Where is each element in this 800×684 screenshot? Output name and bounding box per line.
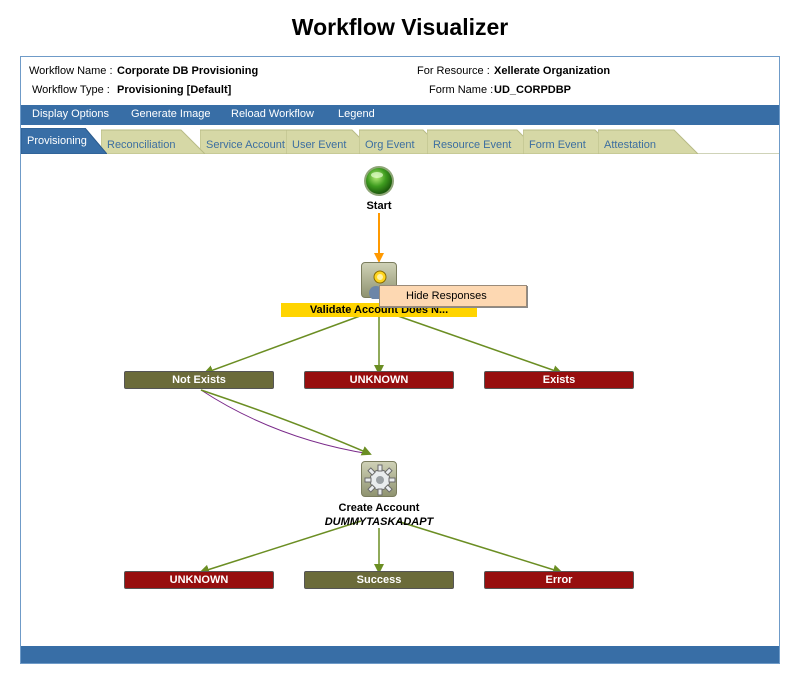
menu-bar: Display Options Generate Image Reload Wo… <box>21 105 779 125</box>
tab-provisioning[interactable]: Provisioning <box>21 128 107 154</box>
arrow-to-not-exists <box>203 315 361 375</box>
tab-user-event[interactable]: User Event <box>286 128 376 154</box>
menu-legend[interactable]: Legend <box>338 108 375 120</box>
form-name-value: UD_CORPDBP <box>494 84 572 96</box>
workflow-name-value: Corporate DB Provisioning <box>117 65 259 77</box>
menu-generate-image[interactable]: Generate Image <box>131 108 211 120</box>
arrow-to-unknown-2 <box>199 520 362 575</box>
tab-org-event[interactable]: Org Event <box>359 128 447 154</box>
tab-service-account-label: Service Account <box>206 139 285 151</box>
menu-reload-workflow[interactable]: Reload Workflow <box>231 108 314 120</box>
tab-resource-event-label: Resource Event <box>433 139 512 151</box>
arrow-to-error <box>396 520 563 575</box>
tab-attestation[interactable]: Attestation <box>598 128 698 154</box>
workflow-canvas: Start Validate Account Does N... Not Exi… <box>21 154 779 646</box>
task-create-account-adapter: DUMMYTASKADAPT <box>324 516 434 528</box>
workflow-type-value: Provisioning [Default] <box>117 84 232 96</box>
arrow-not-exists-to-create <box>200 389 372 456</box>
tab-strip: Service Account Reconciliation User Even… <box>21 128 779 154</box>
start-node-icon[interactable] <box>363 165 395 197</box>
tab-resource-event[interactable]: Resource Event <box>427 128 541 154</box>
gear-icon <box>364 464 396 496</box>
response-unknown-1[interactable]: UNKNOWN <box>304 371 454 389</box>
workflow-info-panel: Workflow Name : Corporate DB Provisionin… <box>21 57 779 105</box>
workflow-name-label: Workflow Name : <box>29 65 113 77</box>
response-error[interactable]: Error <box>484 571 634 589</box>
resource-value: Xellerate Organization <box>494 65 611 77</box>
workflow-connectors <box>199 213 563 575</box>
tab-attestation-label: Attestation <box>604 139 656 151</box>
arrow-to-exists <box>397 315 563 376</box>
tab-reconciliation[interactable]: Reconciliation <box>101 128 205 154</box>
tab-form-event[interactable]: Form Event <box>523 128 619 154</box>
task-create-account[interactable] <box>361 461 397 497</box>
response-not-exists[interactable]: Not Exists <box>124 371 274 389</box>
form-name-label: Form Name : <box>429 84 494 96</box>
workflow-type-label: Workflow Type : <box>32 84 110 96</box>
link-not-exists-to-create <box>200 389 371 455</box>
tab-org-event-label: Org Event <box>365 139 415 151</box>
resource-label: For Resource : <box>417 65 490 77</box>
task-create-account-name: Create Account <box>338 502 420 514</box>
page-title: Workflow Visualizer <box>291 14 509 40</box>
response-exists[interactable]: Exists <box>484 371 634 389</box>
tab-reconciliation-label: Reconciliation <box>107 139 176 151</box>
response-success[interactable]: Success <box>304 571 454 589</box>
tab-form-event-label: Form Event <box>529 139 586 151</box>
context-menu-hide-responses[interactable]: Hide Responses <box>379 285 527 307</box>
start-label: Start <box>366 200 392 212</box>
response-unknown-2[interactable]: UNKNOWN <box>124 571 274 589</box>
bottom-bar <box>21 646 779 663</box>
tab-user-event-label: User Event <box>292 139 347 151</box>
tab-provisioning-label: Provisioning <box>27 135 87 147</box>
menu-display-options[interactable]: Display Options <box>32 108 110 120</box>
visualizer-frame: Workflow Name : Corporate DB Provisionin… <box>20 56 780 664</box>
